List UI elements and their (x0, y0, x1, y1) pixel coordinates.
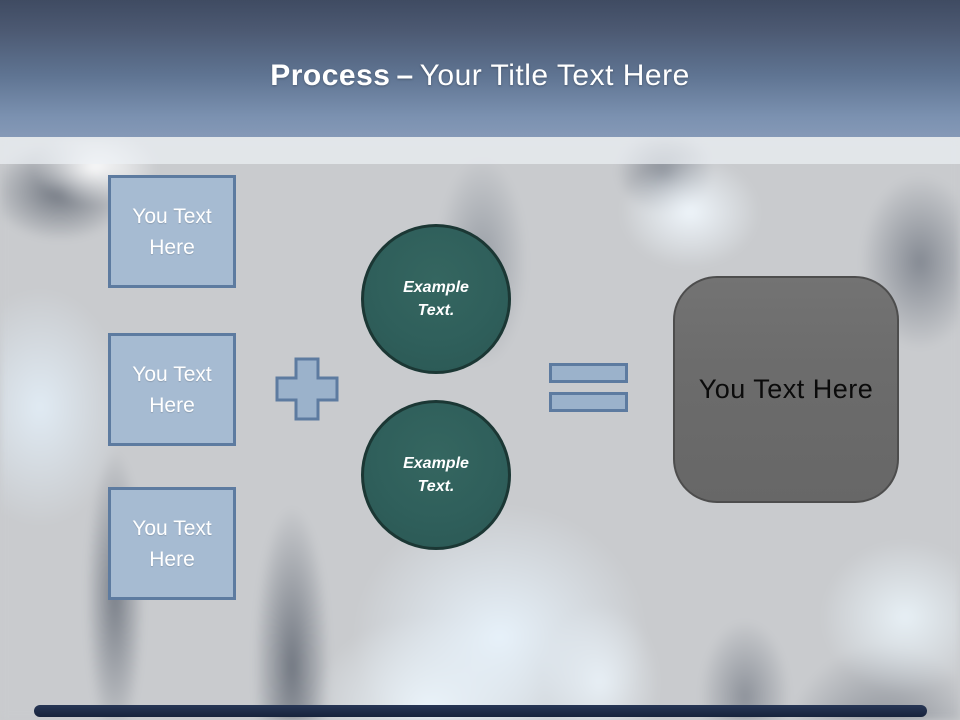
result-box-label: You Text Here (698, 374, 874, 404)
example-circle-2[interactable]: Example Text. (361, 400, 511, 550)
input-placeholder-box-1[interactable]: You Text Here (108, 175, 236, 288)
footer-accent-bar (34, 705, 927, 717)
title-regular: Your Title Text Here (419, 58, 690, 92)
title-dash: – (396, 58, 414, 92)
plus-icon (275, 357, 339, 421)
background-light-band (0, 137, 960, 164)
equals-bar-top (549, 363, 628, 383)
title-emphasis: Process (270, 58, 391, 92)
input-placeholder-box-2[interactable]: You Text Here (108, 333, 236, 446)
equals-icon (549, 363, 629, 413)
slide-header: Process–Your Title Text Here (0, 0, 960, 137)
input-box-label: You Text Here (132, 362, 212, 417)
input-box-label: You Text Here (132, 516, 212, 571)
circle-label: Example Text. (403, 279, 469, 319)
circle-label: Example Text. (403, 455, 469, 495)
example-circle-1[interactable]: Example Text. (361, 224, 511, 374)
page-title: Process–Your Title Text Here (270, 45, 690, 93)
result-placeholder-box[interactable]: You Text Here (673, 276, 899, 503)
input-placeholder-box-3[interactable]: You Text Here (108, 487, 236, 600)
input-box-label: You Text Here (132, 204, 212, 259)
equals-bar-bottom (549, 392, 628, 412)
